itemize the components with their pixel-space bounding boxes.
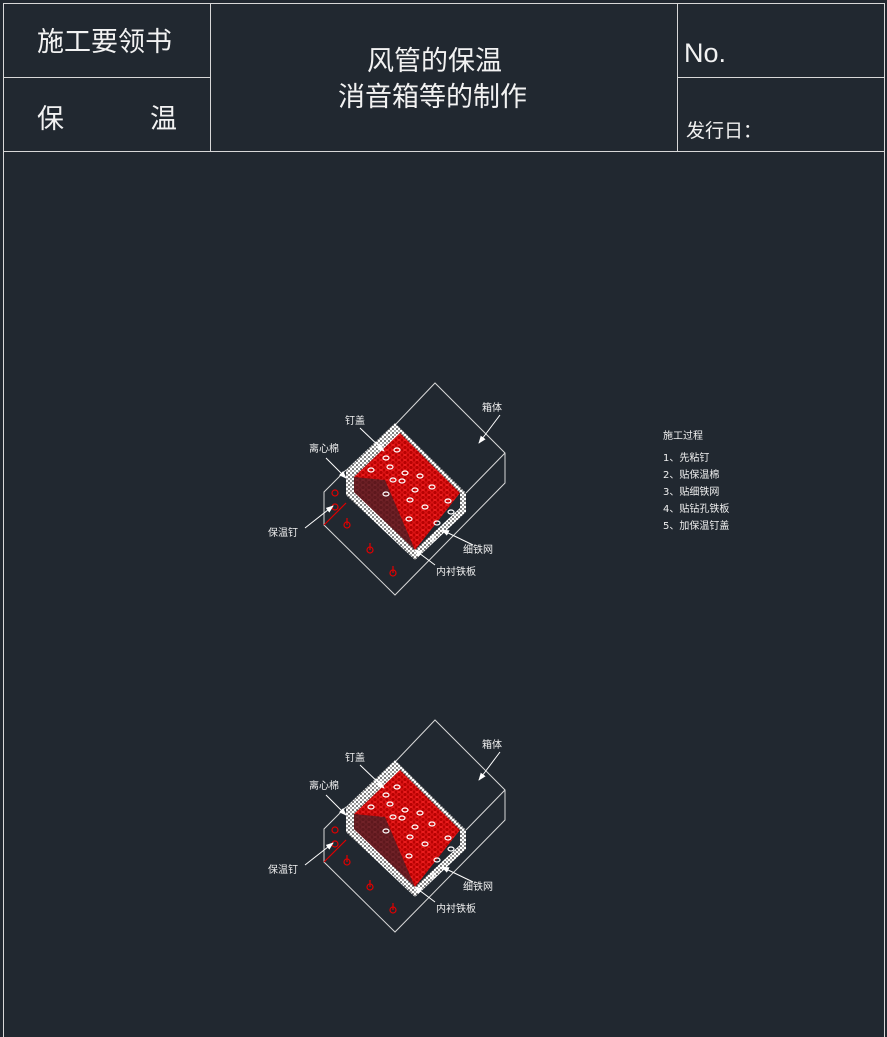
process-step: 3、贴细铁网 (663, 487, 720, 498)
label-centrifugal-wool: 离心棉 (309, 442, 339, 455)
frame-right (884, 3, 885, 1037)
label-insulation-nail: 保温钉 (268, 863, 298, 876)
process-step: 1、先粘钉 (663, 453, 710, 464)
diagram-2: 箱体 钉盖 离心棉 保温钉 细铁网 内衬铁板 (268, 720, 505, 932)
right-row-divider (677, 77, 884, 78)
doc-type: 施工要领书 (37, 27, 172, 58)
label-box: 箱体 (482, 738, 502, 751)
frame-top (3, 3, 884, 4)
issue-date-label: 发行日： (686, 120, 763, 142)
label-centrifugal-wool: 离心棉 (309, 779, 339, 792)
process-title: 施工过程 (663, 431, 703, 442)
category-right: 温 (150, 104, 177, 135)
process-list: 施工过程 1、先粘钉 2、贴保温棉 3、贴细铁网 4、贴钻孔铁板 5、加保温钉盖 (663, 428, 729, 535)
title-line-1: 风管的保温 (367, 46, 502, 77)
insulated-box-drawing (305, 720, 505, 932)
label-inner-liner-plate: 内衬铁板 (436, 565, 476, 578)
left-row-divider (3, 77, 210, 78)
label-fine-wire-mesh: 细铁网 (463, 543, 493, 556)
insulated-box-drawing (305, 383, 505, 595)
title-bottom-line (3, 151, 884, 152)
title-line-2: 消音箱等的制作 (338, 82, 527, 113)
col-divider-1 (210, 3, 211, 151)
frame-left (3, 3, 4, 1037)
number-label: No. (684, 38, 727, 68)
label-nail-cap: 钉盖 (345, 414, 365, 427)
diagram-1: 箱体 钉盖 离心棉 保温钉 细铁网 内衬铁板 (268, 383, 505, 595)
process-step: 5、加保温钉盖 (663, 521, 730, 532)
label-fine-wire-mesh: 细铁网 (463, 880, 493, 893)
process-step: 2、贴保温棉 (663, 470, 720, 481)
label-inner-liner-plate: 内衬铁板 (436, 902, 476, 915)
label-nail-cap: 钉盖 (345, 751, 365, 764)
label-insulation-nail: 保温钉 (268, 526, 298, 539)
category-left: 保 (37, 104, 64, 135)
process-step: 4、贴钻孔铁板 (663, 504, 730, 515)
label-box: 箱体 (482, 401, 502, 414)
